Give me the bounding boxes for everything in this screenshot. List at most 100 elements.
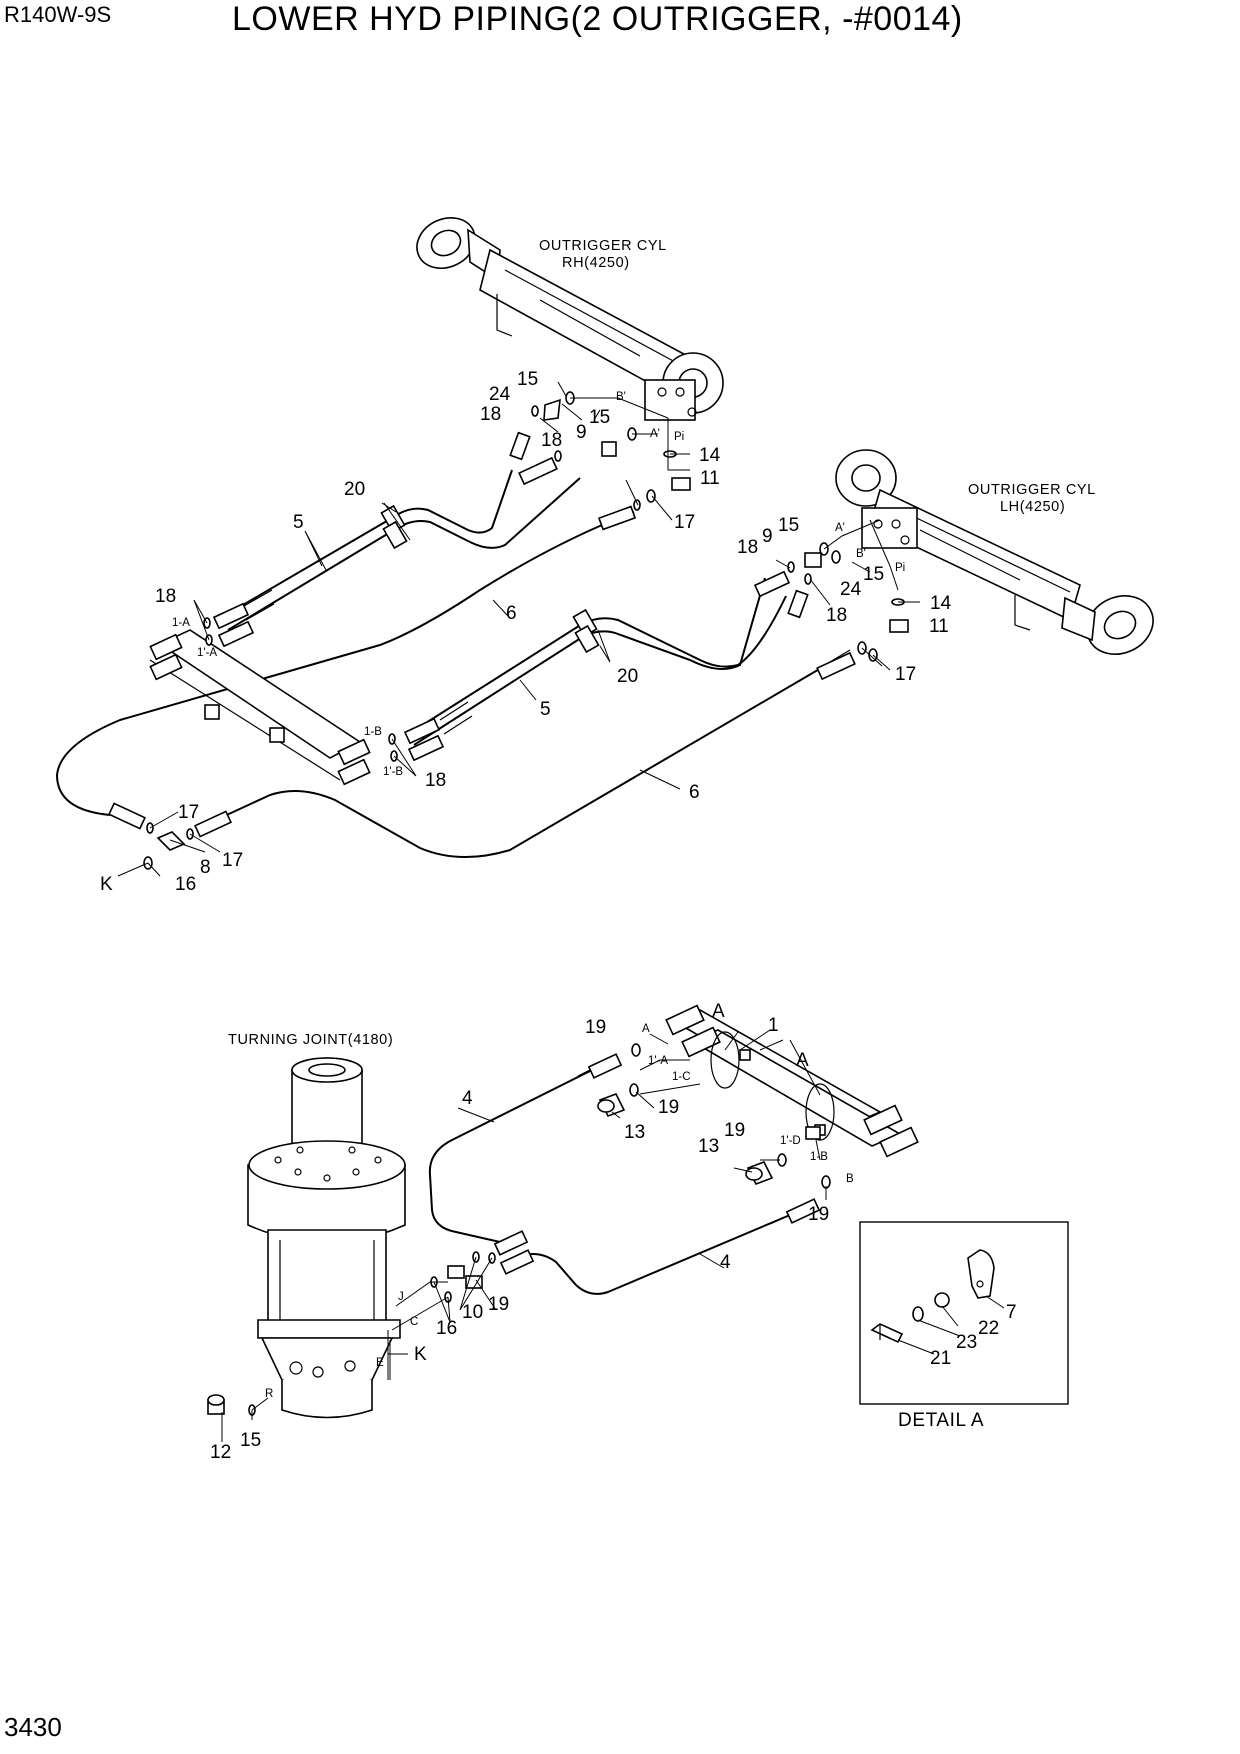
rh-cylinder-label-line1: OUTRIGGER CYL [539,238,667,254]
lh-cylinder-label-line1: OUTRIGGER CYL [968,482,1096,498]
lh-cylinder-label-line2: LH(4250) [1000,499,1065,515]
callout-12: 12 [210,1442,231,1463]
callout-11: 11 [700,468,720,489]
leader-lines-upper [117,381,920,877]
callout-18: 18 [737,537,758,558]
callout-15: 15 [240,1430,261,1451]
hose-6-upper [55,511,635,816]
port-label: 1'-D [780,1135,801,1147]
callout-5: 5 [293,512,304,533]
callout-14: 14 [930,593,952,614]
model-code: R140W-9S [4,2,112,27]
callout-22: 22 [978,1318,999,1339]
port-label: 1-C [672,1071,691,1083]
callout-18: 18 [541,430,562,451]
callout-19: 19 [658,1097,679,1118]
page-number: 3430 [4,1712,62,1742]
port-label: 1'-B [383,766,403,778]
port-label: A [642,1023,650,1035]
outrigger-valve-block [149,629,371,786]
callout-18: 18 [480,404,501,425]
callout-15: 15 [589,407,610,428]
callout-19: 19 [585,1017,606,1038]
callout-14: 14 [699,445,721,466]
callout-19: 19 [488,1294,509,1315]
leader-lines-lower [221,1029,827,1442]
callout-15: 15 [863,564,884,585]
lh-cylinder-label: OUTRIGGER CYL LH(4250) [968,482,1096,515]
callout-10: 10 [462,1302,483,1323]
hose-4-upper [428,1053,623,1243]
outrigger-cylinder-lh [835,449,1154,655]
callout-6: 6 [506,603,517,624]
callout-21: 21 [930,1348,951,1369]
hose-5-upper [223,469,581,631]
hose-5-middle [409,577,787,746]
plugs-13 [597,1092,774,1186]
port-label: B' [856,548,866,560]
callouts-lower: 19 A 1 A 4 19 13 13 19 19 4 16 10 19 K 1… [210,1001,829,1463]
callout-13: 13 [624,1122,645,1143]
turning-joint-label: TURNING JOINT(4180) [228,1032,393,1048]
callout-9: 9 [762,526,773,547]
port-label: E [376,1357,384,1369]
callout-17: 17 [178,802,199,823]
fittings-lower [207,1126,821,1415]
detail-a-box: 7 22 23 21 [859,1221,1069,1405]
port-label: 1'-A [197,647,217,659]
callout-4: 4 [720,1252,731,1273]
callout-20: 20 [617,666,638,687]
callout-8: 8 [200,857,211,878]
callout-17: 17 [674,512,695,533]
port-label: A' [835,522,845,534]
port-label: C [410,1316,418,1328]
callout-17: 17 [895,664,916,685]
port-label: B [846,1173,854,1185]
callout-15: 15 [778,515,799,536]
callout-24: 24 [840,579,862,600]
callout-6: 6 [689,782,700,803]
port-label: Pi [674,431,684,443]
port-label: R [265,1388,273,1400]
callout-24: 24 [489,384,511,405]
o-rings-upper [143,391,905,870]
port-label: 1-A [172,617,190,629]
detail-a-caption: DETAIL A [898,1410,984,1431]
callout-17: 17 [222,850,243,871]
callout-19: 19 [724,1120,745,1141]
turning-joint [247,1057,406,1419]
callout-1: 1 [768,1015,779,1036]
callout-16: 16 [175,874,196,895]
callout-18: 18 [826,605,847,626]
callout-9: 9 [576,422,587,443]
callouts-upper: 15 24 18 9 15 18 14 11 17 20 5 6 18 15 9… [100,369,952,895]
callout-19: 19 [808,1204,829,1225]
callout-A: A [712,1001,725,1022]
rh-cylinder-label-line2: RH(4250) [562,255,630,271]
port-label: B' [616,391,626,403]
callout-23: 23 [956,1332,977,1353]
valve-manifold-1 [665,1004,919,1158]
callout-15: 15 [517,369,538,390]
rh-cylinder-label: OUTRIGGER CYL RH(4250) [539,238,667,271]
page-title: LOWER HYD PIPING(2 OUTRIGGER, -#0014) [232,0,963,38]
hose-6-lower [204,649,851,858]
fittings-upper [107,398,909,851]
callout-13: 13 [698,1136,719,1157]
callout-K: K [414,1344,427,1365]
callout-16: 16 [436,1318,457,1339]
callout-18: 18 [425,770,446,791]
hose-4-lower [505,1198,821,1295]
port-label: Pi [895,562,905,574]
outrigger-cylinder-rh [416,217,724,421]
callout-20: 20 [344,479,365,500]
callout-5: 5 [540,699,551,720]
callout-4: 4 [462,1088,473,1109]
port-label: J [398,1291,404,1303]
callout-11: 11 [929,616,949,637]
callout-7: 7 [1006,1302,1017,1323]
callout-A: A [796,1050,809,1071]
callout-18: 18 [155,586,176,607]
callout-K: K [100,874,113,895]
